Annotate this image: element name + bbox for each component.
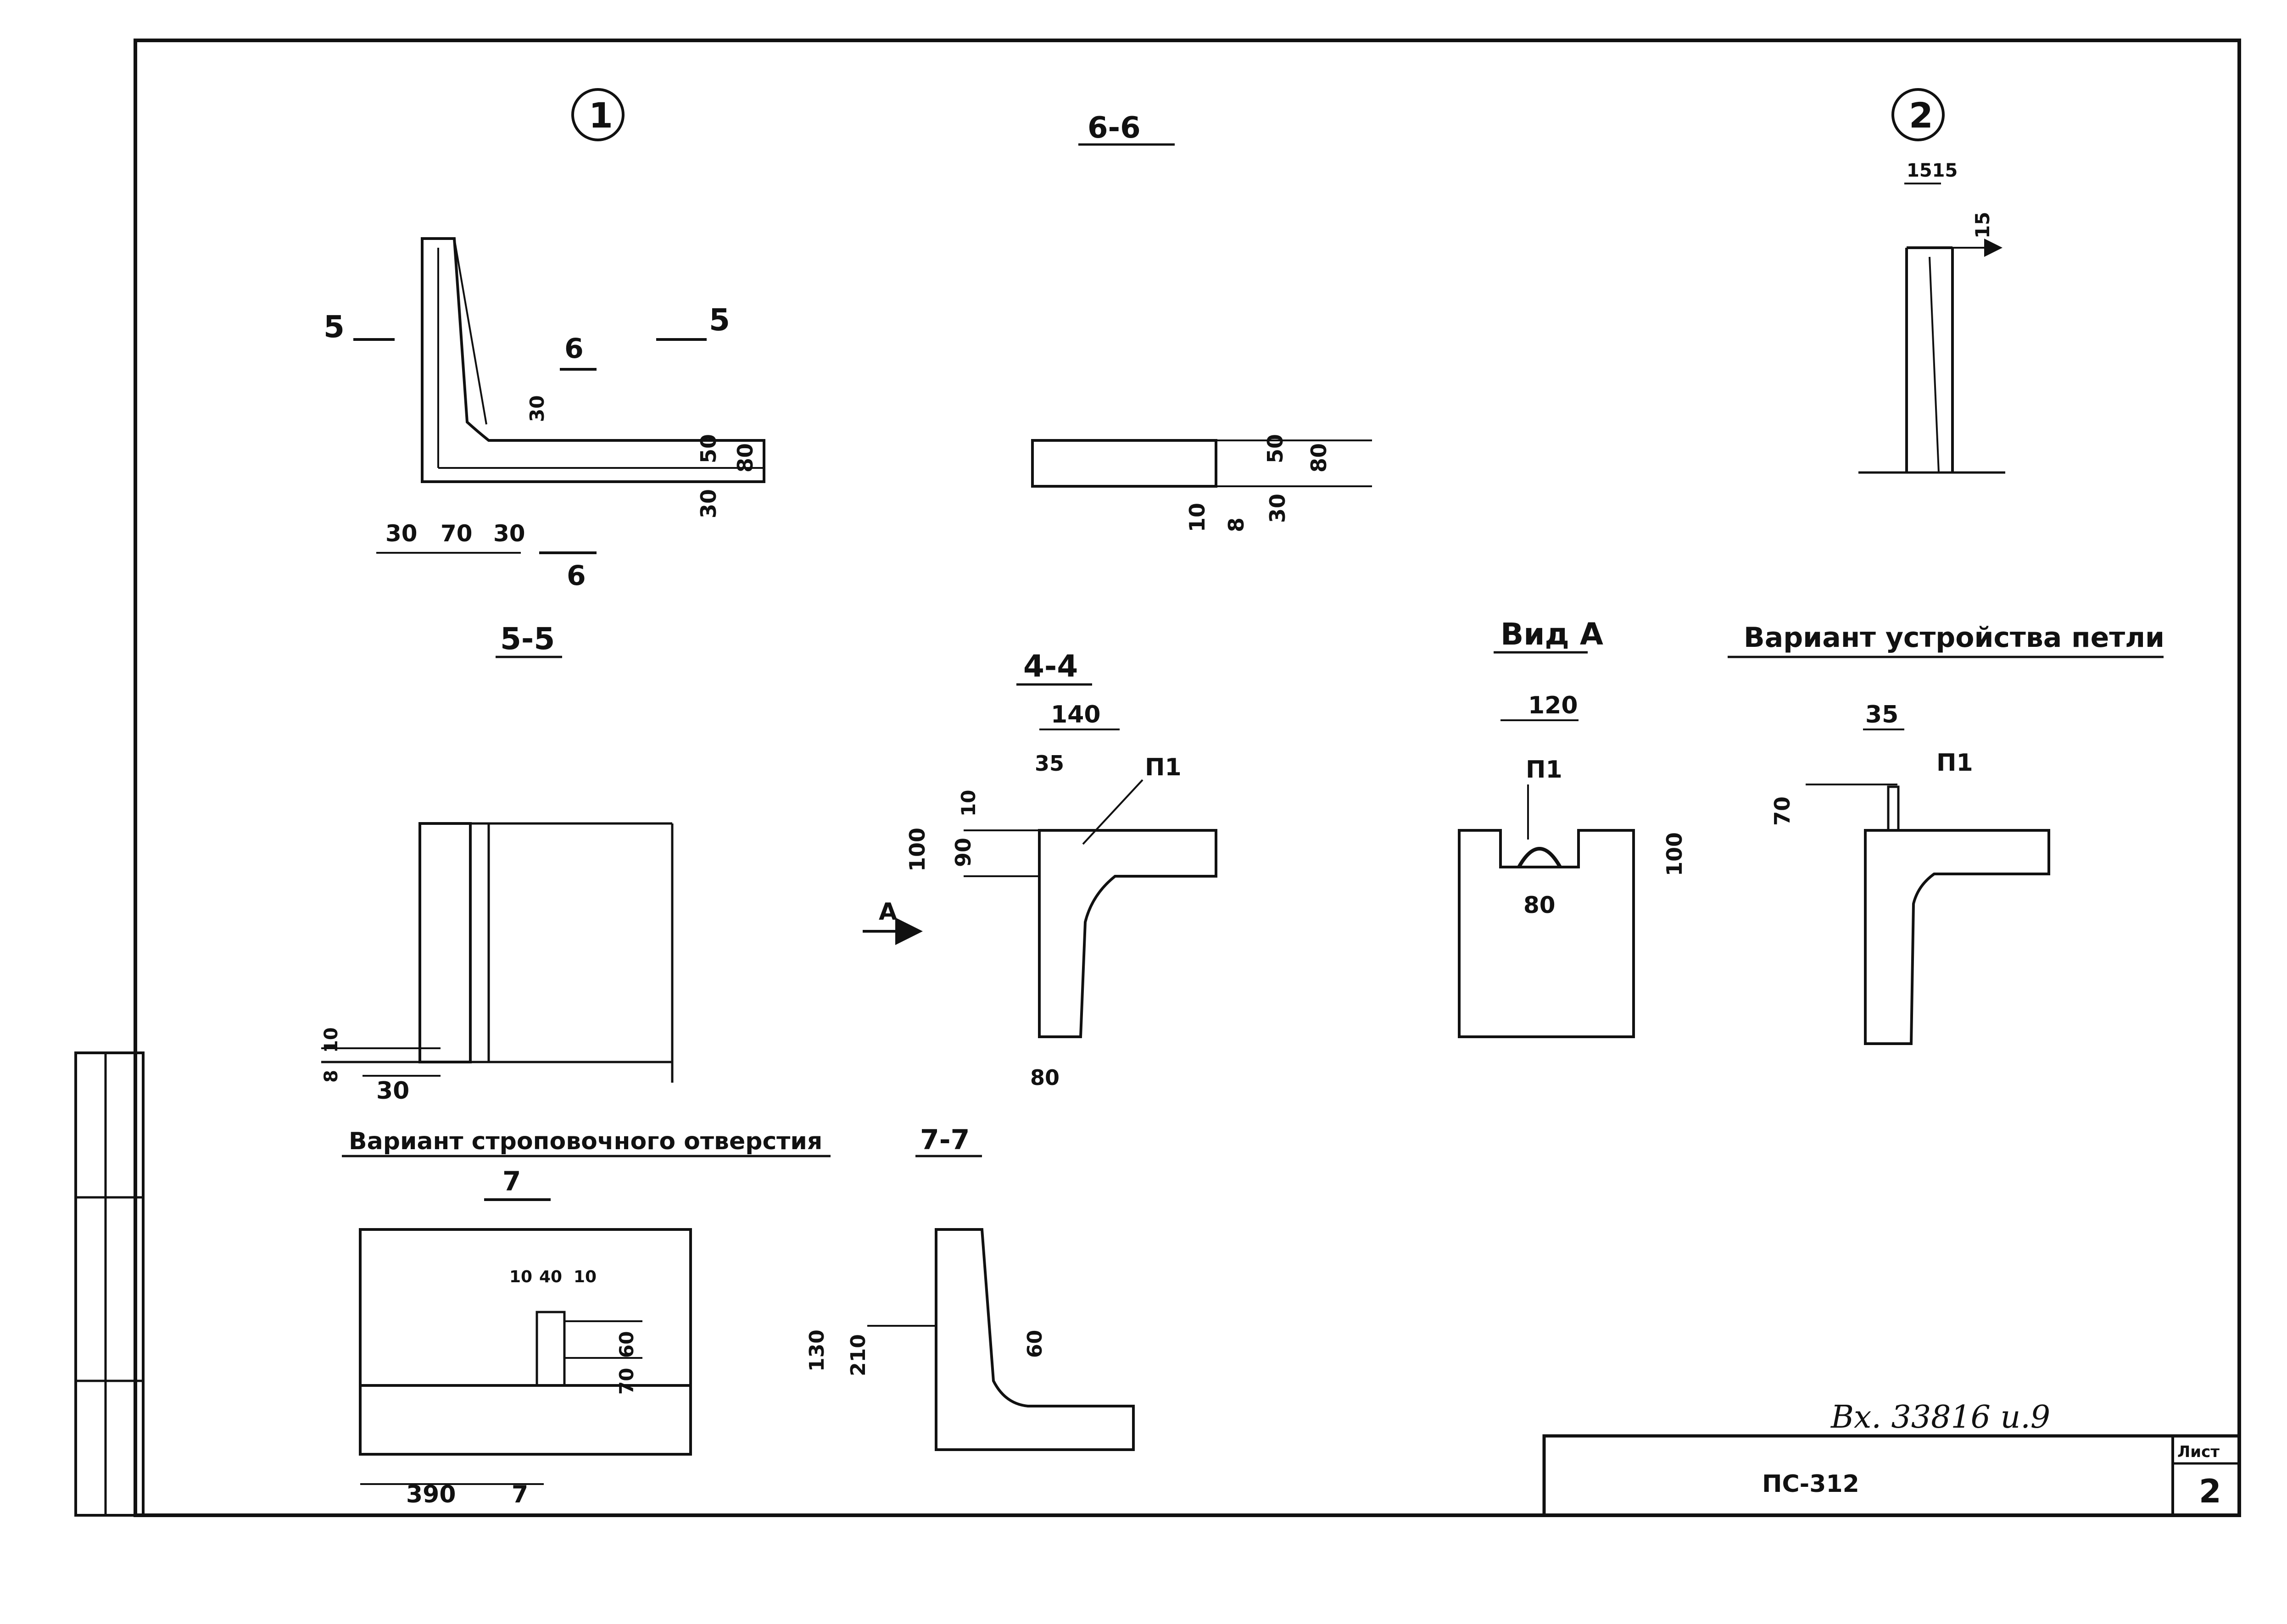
viewa-label-p1: П1 xyxy=(1526,756,1562,784)
section-4-4: 4-4 140 35 П1 10 100 90 80 А xyxy=(863,649,1217,1090)
s55-dim-8: 8 xyxy=(321,1070,342,1083)
section-mark-6-top: 6 xyxy=(564,333,584,365)
hole-dim-390: 390 xyxy=(406,1481,456,1508)
d1-dim-30a: 30 xyxy=(385,520,418,547)
d2-dim-15: 15 xyxy=(1971,212,1994,239)
hole-dim-70: 70 xyxy=(615,1368,638,1395)
s77-dim-60: 60 xyxy=(1023,1330,1047,1358)
section-mark-6-bottom: 6 xyxy=(567,560,586,592)
s77-dim-210: 210 xyxy=(847,1334,870,1376)
d1-dim-70: 70 xyxy=(441,520,473,547)
detail-1-callout xyxy=(571,88,625,141)
loop-dim-35: 35 xyxy=(1865,701,1898,729)
hole-dim-60: 60 xyxy=(615,1331,638,1358)
s77-dim-130: 130 xyxy=(805,1329,829,1372)
hole-dim-40: 40 xyxy=(539,1268,562,1286)
detail-1: 1 5 5 6 6 30 70 30 30 50 80 30 xyxy=(324,88,765,592)
section-7-7: 7-7 130 210 60 xyxy=(805,1124,1135,1451)
s44-dim-90: 90 xyxy=(951,838,976,867)
detail-1-number: 1 xyxy=(589,95,613,136)
viewa-dim-80: 80 xyxy=(1523,892,1556,918)
d1-dim-80: 80 xyxy=(733,443,758,473)
s55-dim-30: 30 xyxy=(376,1077,409,1105)
drawing-frame xyxy=(134,39,2241,1517)
section-mark-5-left: 5 xyxy=(324,309,345,345)
section-mark-7-top: 7 xyxy=(502,1166,521,1197)
inventory-note: Вх. 33816 и.9 xyxy=(1830,1399,2050,1435)
s66-dim-80: 80 xyxy=(1306,443,1331,473)
binding-strip xyxy=(74,1051,145,1517)
title-block: ПС-312 Лист 2 xyxy=(1542,1434,2241,1517)
d1-dim-30c: 30 xyxy=(696,489,721,518)
detail-2: 2 1515 15 xyxy=(1858,88,2005,474)
section-mark-5-right: 5 xyxy=(709,302,730,338)
section-7-7-title: 7-7 xyxy=(920,1124,970,1156)
section-5-5-title: 5-5 xyxy=(500,621,555,656)
viewa-dim-100: 100 xyxy=(1662,832,1687,876)
loop-variant: Вариант устройства петли 35 П1 70 xyxy=(1728,622,2164,1045)
section-6-6-title: 6-6 xyxy=(1088,111,1141,145)
s66-dim-30: 30 xyxy=(1265,494,1290,523)
s44-dim-140: 140 xyxy=(1051,701,1101,729)
hole-dim-10b: 10 xyxy=(574,1268,597,1286)
sling-hole-variant: Вариант строповочного отверстия 7 10 40 … xyxy=(342,1128,831,1508)
detail-2-number: 2 xyxy=(1909,95,1933,136)
loop-label-p1: П1 xyxy=(1936,749,1973,777)
loop-dim-70: 70 xyxy=(1770,796,1795,826)
drawing-code: ПС-312 xyxy=(1762,1470,1859,1498)
d1-dim-30b: 30 xyxy=(493,520,525,547)
sheet-label: Лист xyxy=(2177,1443,2220,1461)
detail-2-callout xyxy=(1891,88,1945,141)
s44-dim-80: 80 xyxy=(1030,1065,1060,1090)
s44-label-p1: П1 xyxy=(1145,754,1182,781)
sheet-number: 2 xyxy=(2199,1473,2221,1510)
section-4-4-title: 4-4 xyxy=(1023,649,1078,684)
d1-dim-50: 50 xyxy=(696,434,721,463)
section-mark-7-bottom: 7 xyxy=(512,1481,528,1508)
s44-dim-100: 100 xyxy=(905,828,930,872)
section-5-5: 5-5 10 8 30 xyxy=(321,621,674,1105)
d2-dim-1515: 1515 xyxy=(1907,160,1958,181)
s66-dim-10: 10 xyxy=(1185,503,1210,532)
section-6-6: 6-6 50 80 30 10 8 xyxy=(1031,111,1372,532)
viewa-dim-120: 120 xyxy=(1528,692,1578,719)
view-a-title: Вид А xyxy=(1500,617,1603,652)
s44-dim-10: 10 xyxy=(957,790,980,817)
s66-dim-50: 50 xyxy=(1263,434,1288,463)
s55-dim-10: 10 xyxy=(321,1027,342,1053)
hole-dim-10a: 10 xyxy=(509,1268,532,1286)
view-a: Вид А 120 П1 80 100 xyxy=(1458,617,1687,1038)
sling-hole-variant-title: Вариант строповочного отверстия xyxy=(349,1128,822,1155)
loop-variant-title: Вариант устройства петли xyxy=(1744,622,2164,654)
view-a-arrow-label: А xyxy=(879,898,897,926)
d1-dim-30-vertical: 30 xyxy=(526,395,548,422)
s66-dim-8: 8 xyxy=(1224,517,1249,532)
s44-dim-35: 35 xyxy=(1035,751,1064,776)
